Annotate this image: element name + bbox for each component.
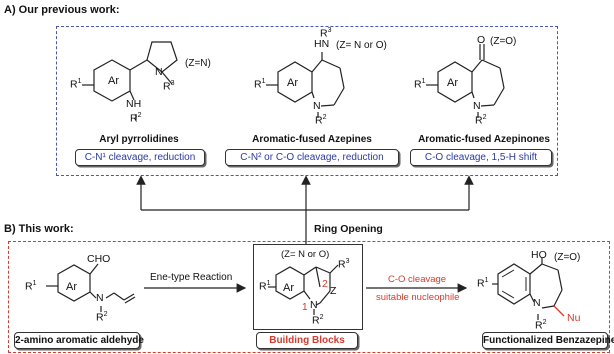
- bond-1-number: 1: [302, 302, 308, 313]
- r3-label: R3: [320, 27, 332, 40]
- caption-azepinones: Aromatic-fused Azepinones: [418, 134, 550, 145]
- pill-cn1-cleavage: C-N¹ cleavage, reduction: [75, 149, 205, 166]
- caption-building-blocks: Building Blocks: [256, 332, 358, 349]
- cho-label: CHO: [87, 253, 111, 265]
- ar-label: Ar: [287, 77, 298, 89]
- building-block-structure: [268, 264, 339, 315]
- caption-amino-aldehyde: 2-amino aromatic aldehyde: [14, 332, 144, 349]
- ring-opening-label: Ring Opening: [314, 223, 383, 235]
- n-label: N: [313, 100, 321, 112]
- bb-z-note: (Z= N or O): [281, 249, 330, 260]
- r2-label: R2: [535, 319, 547, 332]
- bond-2-number: 2: [322, 278, 328, 290]
- r1-label: R1: [25, 280, 37, 293]
- pill-cn2-co-cleavage: C-N² or C-O cleavage, reduction: [225, 149, 399, 166]
- co-cleavage-label: C-O cleavage: [388, 274, 447, 285]
- aryl-pyrrolidine-structure: [82, 41, 178, 120]
- product-z-note: (Z=O): [554, 252, 581, 263]
- azepine-structure: [266, 52, 345, 118]
- nucleophile-label: suitable nucleophile: [376, 292, 460, 303]
- caption-aryl-pyrrolidines: Aryl pyrrolidines: [99, 134, 179, 145]
- n-label: N: [533, 297, 541, 309]
- nu-label: Nu: [567, 312, 581, 324]
- caption-benzazepines: Functionalized Benzazepines: [482, 332, 614, 349]
- azepinone-structure: [426, 44, 505, 118]
- r2-label: R2: [312, 314, 324, 327]
- o-label: O: [477, 34, 486, 46]
- r1-label: R1: [477, 277, 489, 290]
- r1-label: R1: [70, 78, 82, 91]
- n-label: N: [473, 100, 481, 112]
- co-cleavage-arrow: [366, 283, 468, 293]
- z-note-azepine: (Z= N or O): [336, 40, 387, 51]
- z-note-azepinone: (Z=O): [490, 36, 517, 47]
- amino-aldehyde-structure: [46, 263, 136, 312]
- r2-label: R2: [475, 114, 487, 127]
- r1-label: R1: [259, 280, 271, 293]
- ene-reaction-arrow: [144, 283, 247, 293]
- r2-label: R2: [130, 112, 142, 125]
- section-b-title: B) This work:: [4, 223, 74, 235]
- ar-label: Ar: [283, 282, 294, 294]
- section-a-title: A) Our previous work:: [4, 4, 120, 16]
- ar-label: Ar: [66, 281, 77, 293]
- n-label: N: [310, 299, 318, 311]
- z-atom-label: Z: [330, 285, 337, 297]
- r2-label: R2: [96, 311, 108, 324]
- r3-label: R3: [163, 80, 175, 93]
- r1-label: R1: [414, 78, 426, 91]
- benzazepine-structure: [492, 258, 565, 320]
- ene-reaction-label: Ene-type Reaction: [150, 272, 233, 283]
- ho-label: HO: [531, 249, 547, 261]
- r2-label: R2: [315, 114, 327, 127]
- ar-label: Ar: [447, 77, 458, 89]
- nh-label: NH: [126, 98, 142, 110]
- r1-label: R1: [254, 78, 266, 91]
- n-label: N: [155, 66, 163, 78]
- pill-co-cleavage-shift: C-O cleavage, 1,5-H shift: [410, 149, 552, 166]
- caption-azepines: Aromatic-fused Azepines: [252, 134, 372, 145]
- hn-label: HN: [314, 38, 330, 50]
- n-label: N: [96, 292, 104, 304]
- ar-label: Ar: [108, 75, 119, 87]
- this-work-box: [8, 241, 610, 353]
- z-note-pyrrolidine: (Z=N): [185, 58, 211, 69]
- r3-label: R3: [338, 258, 350, 271]
